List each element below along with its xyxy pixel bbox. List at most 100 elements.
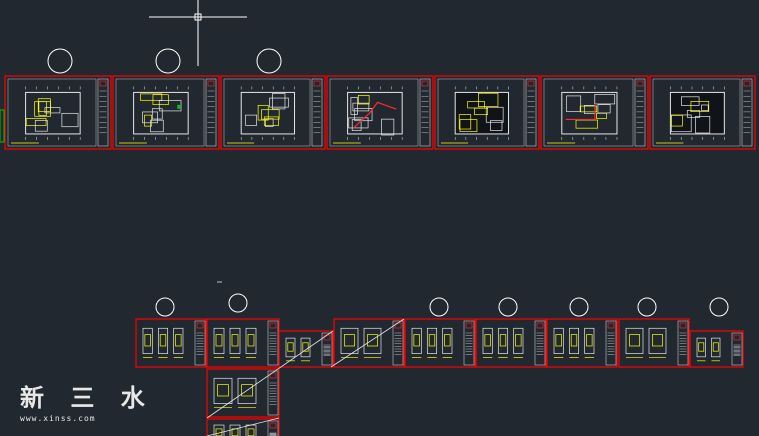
elevation-detail (287, 342, 294, 352)
elevation-detail (570, 334, 578, 347)
plan-room (142, 111, 158, 124)
plan-outline (25, 91, 81, 135)
elevation-detail (215, 334, 223, 347)
elevation-view (442, 327, 453, 354)
elevation-sheet (135, 318, 207, 368)
plan-room (61, 112, 79, 128)
plan-room (351, 119, 362, 131)
section-line (330, 318, 405, 368)
title-block (525, 78, 537, 147)
plan-outline (669, 91, 725, 135)
top-row-floor-plans (0, 48, 756, 150)
elevation-view (553, 327, 564, 354)
elevation-view (363, 327, 382, 354)
elevation-detail (247, 334, 255, 347)
plan-room (263, 116, 279, 126)
title-block (463, 320, 475, 366)
sheet-frame (206, 418, 280, 436)
sheet-frame (333, 318, 405, 368)
sheet-index-bubble (569, 297, 589, 317)
sheet-border (7, 78, 97, 147)
plan-room (348, 117, 369, 129)
elevation-detail (698, 342, 705, 352)
title-block (419, 78, 431, 147)
sheet-index-bubble (155, 48, 181, 74)
section-line (206, 330, 334, 419)
plan-room (670, 114, 683, 127)
elevation-view (245, 424, 257, 436)
elevation-sheet (206, 318, 280, 368)
plan-room (467, 101, 485, 109)
elevation-view (513, 327, 524, 354)
plan-room (458, 114, 472, 130)
sheet-frame (278, 330, 334, 368)
elevation-detail (555, 334, 562, 347)
elevation-view (157, 327, 169, 354)
sheet-index-bubble (709, 297, 729, 317)
elevation-sheet (278, 330, 334, 368)
title-block (97, 78, 109, 147)
plan-room (152, 94, 169, 105)
sheet-border (652, 78, 741, 147)
title-block (311, 78, 323, 147)
title-block-logo (313, 80, 321, 87)
elevation-detail (515, 334, 522, 347)
title-block-logo (607, 322, 615, 329)
elevation-view (696, 337, 706, 358)
plan-room (257, 104, 269, 121)
elevation-detail (344, 334, 355, 347)
elevation-detail (484, 334, 491, 347)
plan-room (695, 116, 711, 134)
plan-room (139, 93, 163, 101)
plan-outline (347, 91, 403, 135)
elevation-view (237, 377, 257, 404)
elevation-view (229, 424, 241, 436)
floor-plan-sheet (434, 75, 540, 150)
plan-room (269, 97, 289, 108)
floor-plan-sheet (540, 75, 649, 150)
title-block (321, 332, 333, 366)
title-block (677, 320, 689, 366)
plan-room (38, 101, 47, 116)
plan-room (566, 95, 582, 113)
sheet-frame (220, 75, 326, 150)
title-block-logo (323, 334, 331, 341)
sheet-index-bubble (47, 48, 73, 74)
plan-room (44, 107, 61, 114)
elevation-detail (428, 334, 436, 347)
title-block (205, 78, 217, 147)
elevation-sheet (404, 318, 476, 368)
elevation-detail (175, 334, 182, 347)
plan-room (489, 120, 503, 131)
elevation-detail (629, 334, 640, 347)
plan-room (265, 118, 274, 127)
sheet-index-bubble (256, 48, 282, 74)
sheet-frame (206, 368, 280, 418)
plan-redline (565, 104, 596, 120)
plan-marker (177, 104, 181, 109)
title-block-logo (733, 334, 741, 341)
sheet-frame (540, 75, 649, 150)
elevation-view (142, 327, 153, 354)
elevation-view (411, 327, 422, 354)
elevation-detail (712, 342, 719, 352)
elevation-view (173, 327, 184, 354)
sheet-border (543, 78, 634, 147)
title-block (267, 370, 279, 416)
plan-room (350, 97, 358, 115)
plan-room (352, 102, 370, 112)
sheet-border (437, 78, 525, 147)
elevation-detail (144, 334, 151, 347)
sheet-frame (475, 318, 547, 368)
plan-outline (561, 91, 618, 135)
elevation-view (285, 337, 296, 358)
sheet-frame (546, 318, 618, 368)
title-block (634, 78, 646, 147)
title-block-logo (465, 322, 473, 329)
sheet-frame (4, 75, 112, 150)
plan-room (583, 105, 596, 114)
title-block-logo (196, 322, 204, 329)
title-block (194, 320, 206, 366)
